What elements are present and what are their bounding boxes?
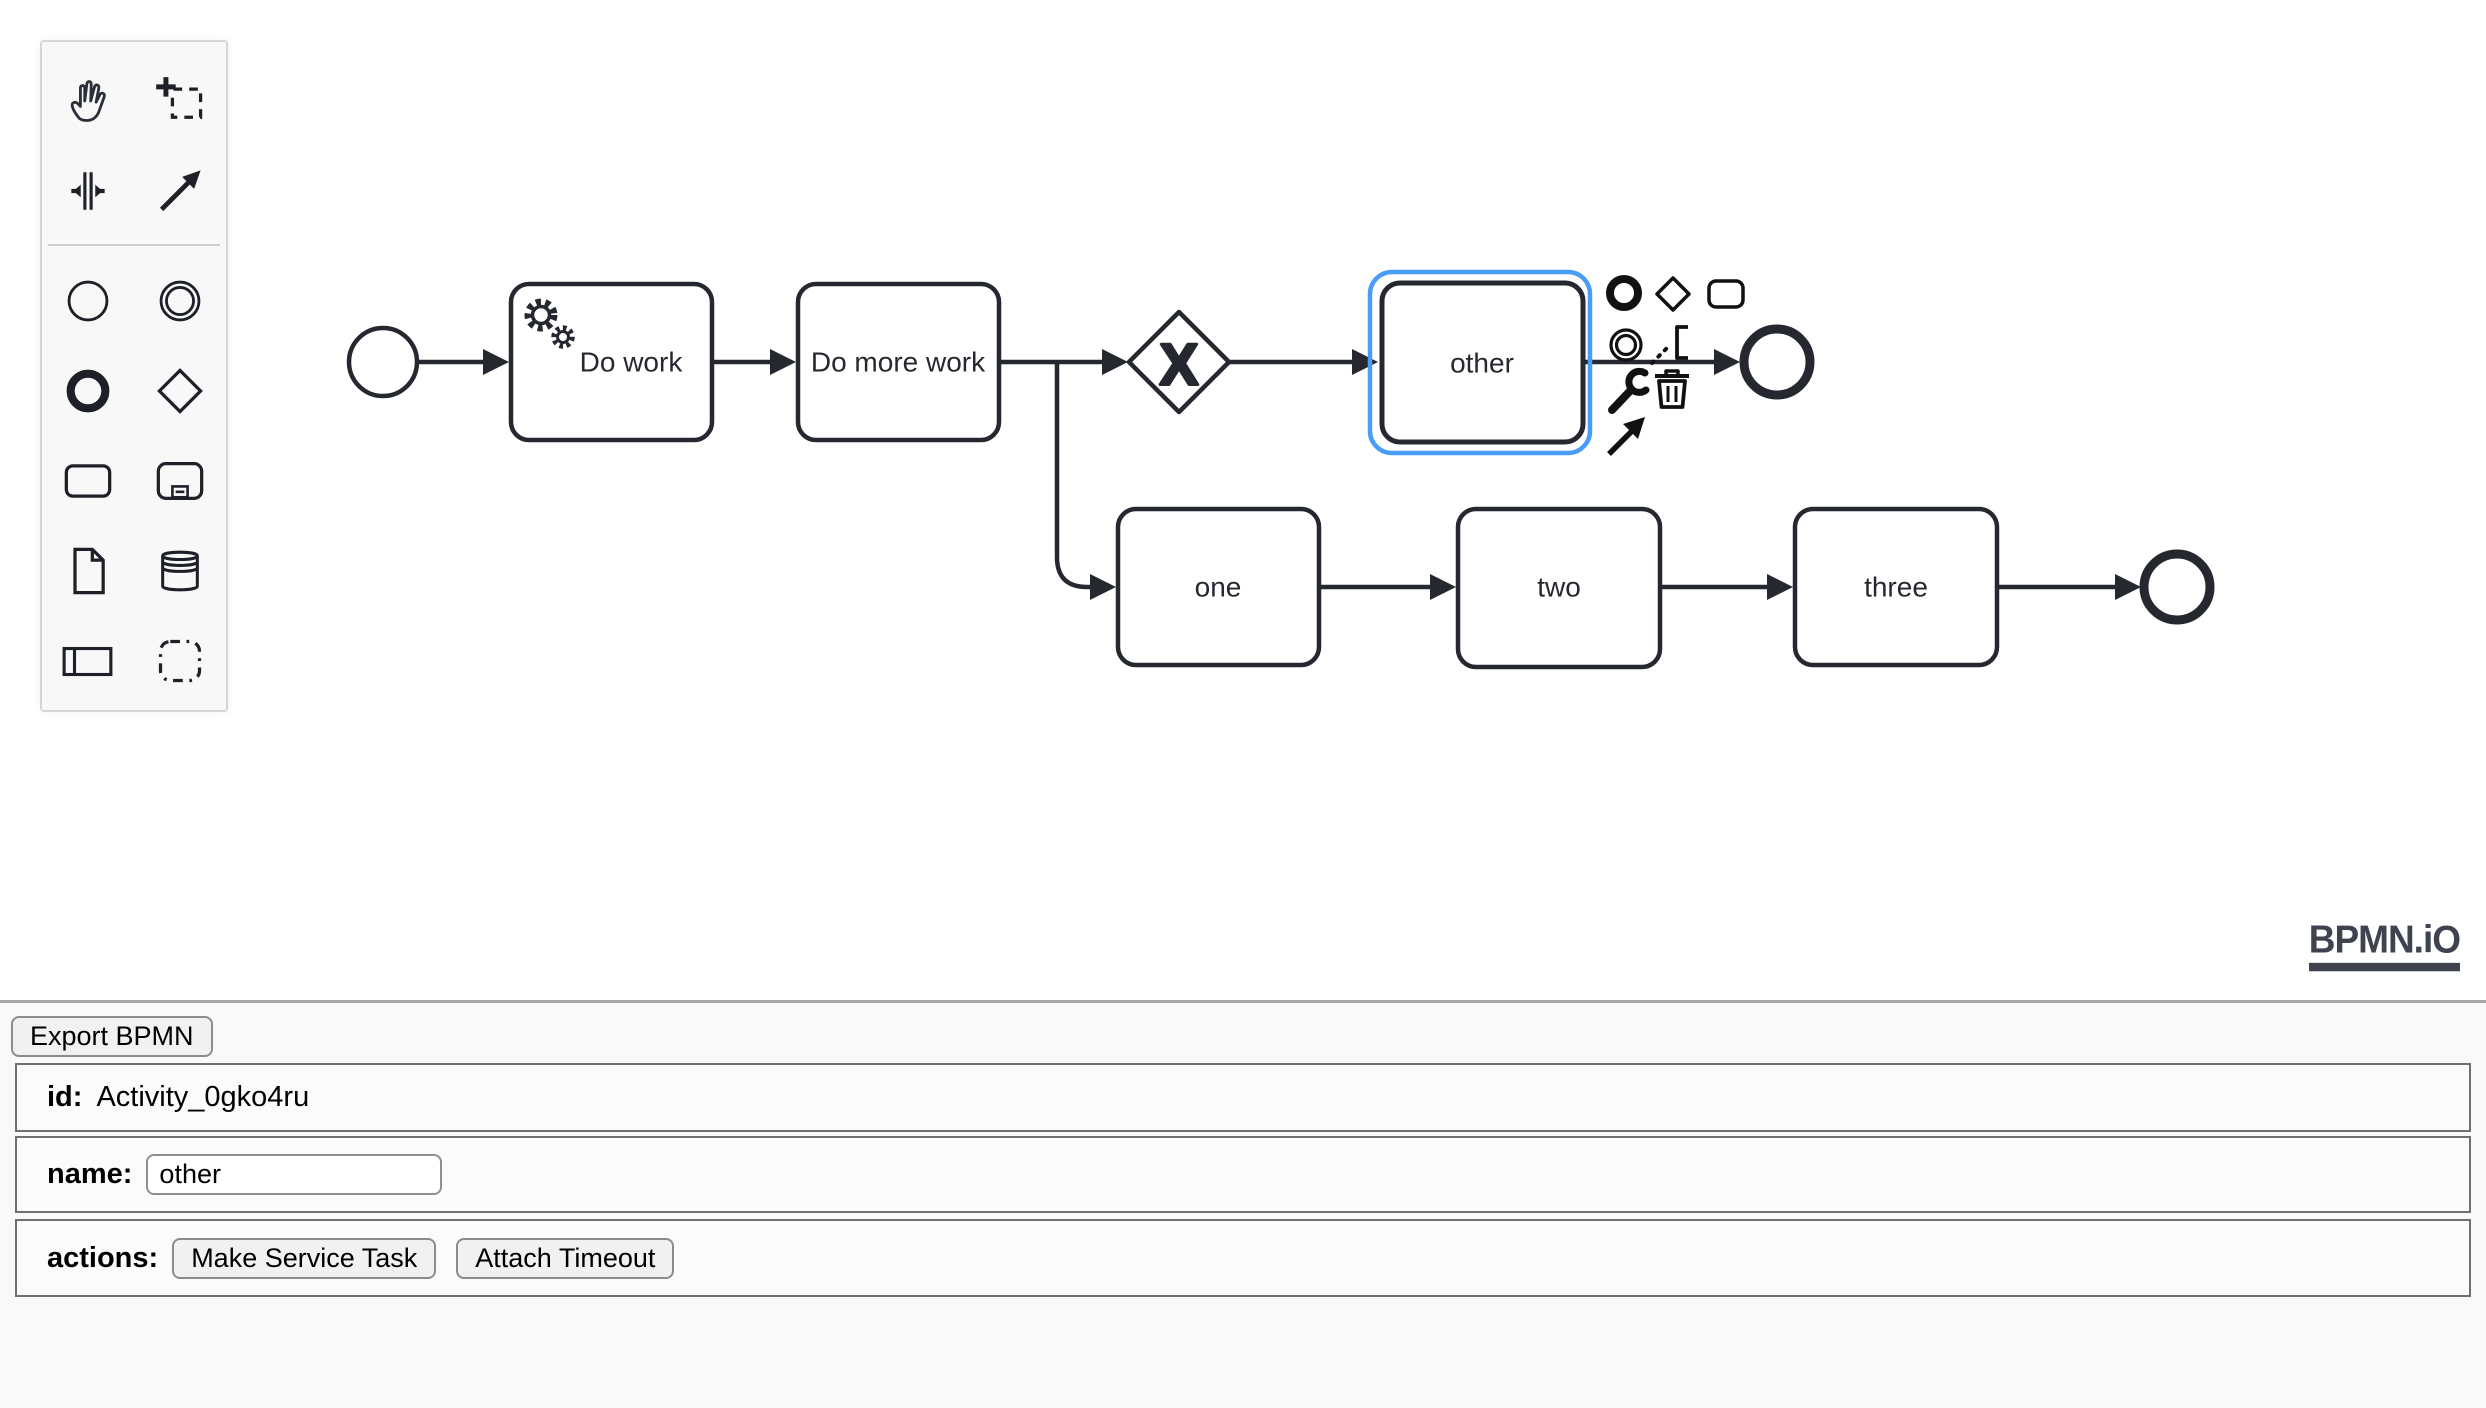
flow-arrowheads	[483, 349, 2141, 600]
append-intermediate-event-icon[interactable]	[1609, 328, 1643, 362]
create-task[interactable]	[42, 436, 134, 526]
task-three-label: three	[1864, 572, 1928, 603]
name-input[interactable]	[146, 1154, 443, 1195]
lasso-tool[interactable]	[134, 56, 226, 146]
gateway-icon	[157, 368, 203, 414]
attach-timeout-button[interactable]: Attach Timeout	[456, 1237, 675, 1279]
task-one-label: one	[1195, 572, 1242, 603]
create-end-event[interactable]	[42, 346, 134, 436]
task-do-work-label: Do work	[580, 347, 684, 378]
task-do-more-work[interactable]	[795, 281, 1002, 443]
create-intermediate-event[interactable]	[134, 256, 226, 346]
data-object-icon	[73, 547, 105, 595]
participant-icon	[62, 646, 113, 677]
context-pad	[1606, 275, 1745, 456]
intermediate-event-icon	[159, 280, 201, 322]
hand-icon	[70, 80, 106, 122]
actions-label: actions:	[47, 1241, 159, 1274]
space-tool[interactable]	[42, 146, 134, 236]
task-two-label: two	[1537, 572, 1581, 603]
create-data-store[interactable]	[134, 526, 226, 616]
diagram-canvas[interactable]: Do work Do more work X other one two	[0, 0, 2486, 1000]
append-end-event-icon[interactable]	[1606, 275, 1642, 311]
make-service-task-button[interactable]: Make Service Task	[172, 1237, 437, 1279]
bpmn-diagram: Do work Do more work X other one two	[346, 269, 2215, 670]
exclusive-gateway-x-marker: X	[1160, 333, 1199, 398]
start-event-icon	[67, 280, 109, 322]
service-task-gear-icon	[524, 298, 575, 349]
group-icon	[158, 639, 202, 683]
task-icon	[64, 464, 112, 498]
append-task-icon[interactable]	[1707, 279, 1745, 309]
append-gateway-icon[interactable]	[1655, 276, 1691, 312]
task-other[interactable]	[1379, 280, 1586, 445]
subprocess-icon	[156, 462, 204, 500]
name-row: name:	[15, 1136, 2471, 1213]
flow-branch-to-one[interactable]	[1054, 362, 1094, 590]
name-label: name:	[47, 1158, 133, 1190]
task-three[interactable]	[1792, 506, 2000, 668]
id-row: id: Activity_0gko4ru	[15, 1063, 2471, 1132]
exclusive-gateway[interactable]	[1126, 309, 1232, 415]
create-start-event[interactable]	[42, 256, 134, 346]
create-gateway[interactable]	[134, 346, 226, 436]
create-group[interactable]	[134, 616, 226, 706]
change-type-wrench-icon[interactable]	[1608, 367, 1650, 414]
lasso-icon	[156, 77, 203, 119]
connect-arrow-icon[interactable]	[1607, 417, 1645, 456]
bpmn-io-logo[interactable]: BPMN.iO	[2308, 918, 2461, 971]
create-participant[interactable]	[42, 616, 134, 706]
palette-separator	[48, 244, 220, 246]
task-do-more-work-label: Do more work	[811, 347, 986, 378]
id-label: id:	[47, 1081, 83, 1113]
end-event-bottom[interactable]	[2139, 549, 2215, 625]
id-value: Activity_0gko4ru	[96, 1081, 310, 1113]
create-subprocess[interactable]	[134, 436, 226, 526]
actions-row: actions: Make Service Task Attach Timeou…	[15, 1219, 2471, 1297]
task-one[interactable]	[1115, 506, 1322, 668]
export-bpmn-button[interactable]: Export BPMN	[11, 1016, 213, 1057]
task-other-label: other	[1450, 348, 1514, 379]
properties-panel: Export BPMN id: Activity_0gko4ru name: a…	[0, 1000, 2486, 1408]
hand-tool[interactable]	[42, 56, 134, 146]
global-connect-tool[interactable]	[134, 146, 226, 236]
task-do-work[interactable]	[508, 281, 715, 443]
space-tool-icon	[71, 172, 105, 210]
delete-trash-icon[interactable]	[1655, 369, 1689, 409]
create-data-object[interactable]	[42, 526, 134, 616]
append-text-annotation-icon[interactable]	[1650, 325, 1688, 365]
end-event-icon	[66, 369, 110, 413]
data-store-icon	[161, 550, 199, 592]
start-event[interactable]	[346, 325, 420, 399]
end-event-top[interactable]	[1739, 324, 1815, 400]
connect-icon	[159, 170, 201, 212]
palette	[40, 40, 228, 712]
selection-outline	[1367, 269, 1593, 456]
task-two[interactable]	[1455, 506, 1663, 670]
